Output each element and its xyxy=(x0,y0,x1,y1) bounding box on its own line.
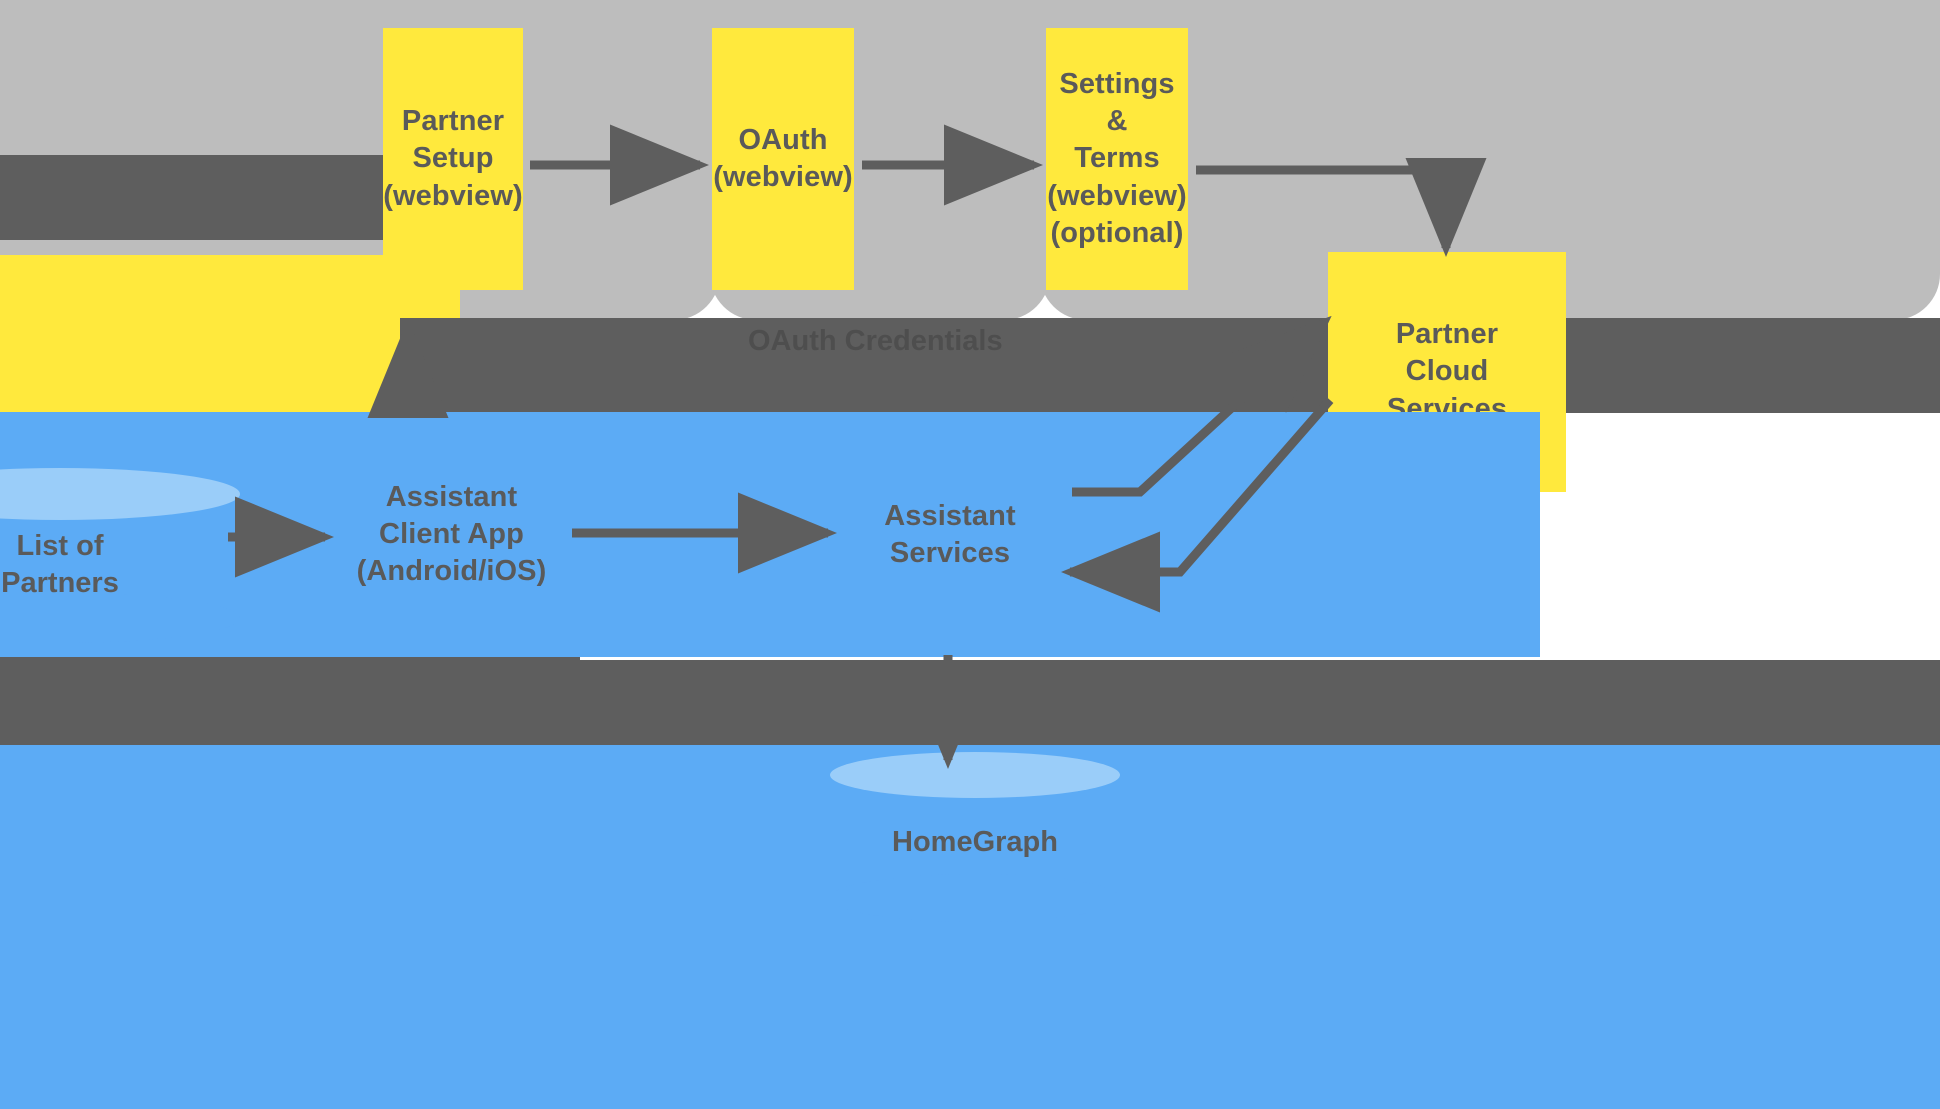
node-assistant-services[interactable]: Assistant Services xyxy=(830,470,1070,600)
node-assistant-client-app-label: Assistant Client App (Android/iOS) xyxy=(356,480,547,588)
node-settings-terms[interactable]: Settings & Terms (webview) (optional) xyxy=(1046,28,1188,290)
node-assistant-client-app[interactable]: Assistant Client App (Android/iOS) xyxy=(333,412,570,657)
node-settings-terms-label: Settings & Terms (webview) (optional) xyxy=(1047,68,1187,249)
edge-label-oauth-credentials: OAuth Credentials xyxy=(748,325,1003,357)
node-partner-setup-label: Partner Setup (webview) xyxy=(383,105,523,212)
node-homegraph[interactable]: HomeGraph xyxy=(830,752,1120,962)
node-oauth-label: OAuth (webview) xyxy=(713,123,853,193)
cylinder-top xyxy=(830,752,1120,798)
node-assistant-services-label: Assistant Services xyxy=(884,499,1016,569)
background-band-lower-left xyxy=(0,655,580,745)
background-band-middle xyxy=(400,318,1940,413)
node-homegraph-label: HomeGraph xyxy=(892,826,1058,858)
node-oauth[interactable]: OAuth (webview) xyxy=(712,28,854,290)
cylinder-bottom xyxy=(830,874,1120,922)
node-partner-setup[interactable]: Partner Setup (webview) xyxy=(383,28,523,290)
node-list-of-partners[interactable]: List of Partners xyxy=(0,468,240,668)
background-band-top-left xyxy=(0,155,420,240)
background-band-lower xyxy=(400,660,1940,745)
node-partner-cloud-services-label: Partner Cloud Services xyxy=(1386,318,1508,425)
node-list-of-partners-label: List of Partners xyxy=(1,530,119,600)
